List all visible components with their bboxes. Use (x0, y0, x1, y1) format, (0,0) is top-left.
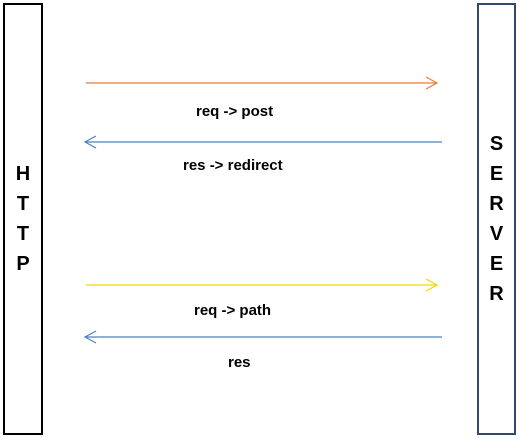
server-letter: V (489, 223, 504, 245)
http-letter: P (16, 253, 30, 275)
server-letter: R (489, 193, 504, 215)
http-letter: T (16, 223, 30, 245)
arrow-req-post (86, 76, 439, 90)
server-letter: E (489, 253, 504, 275)
message-label-req-path: req -> path (194, 302, 272, 319)
message-label-res: res (228, 354, 251, 371)
arrow-res-redirect (83, 135, 442, 149)
http-letter: T (16, 193, 30, 215)
server-letter: S (489, 133, 504, 155)
message-label-req-post: req -> post (196, 103, 274, 120)
server-lane-box: S E R V E R (477, 3, 516, 435)
arrow-req-path (86, 278, 439, 292)
server-letter: R (489, 283, 504, 305)
http-lane-box: H T T P (3, 3, 43, 435)
server-letter: E (489, 163, 504, 185)
http-letter: H (15, 163, 31, 185)
message-label-res-redirect: res -> redirect (183, 157, 283, 174)
arrow-res (83, 330, 442, 344)
